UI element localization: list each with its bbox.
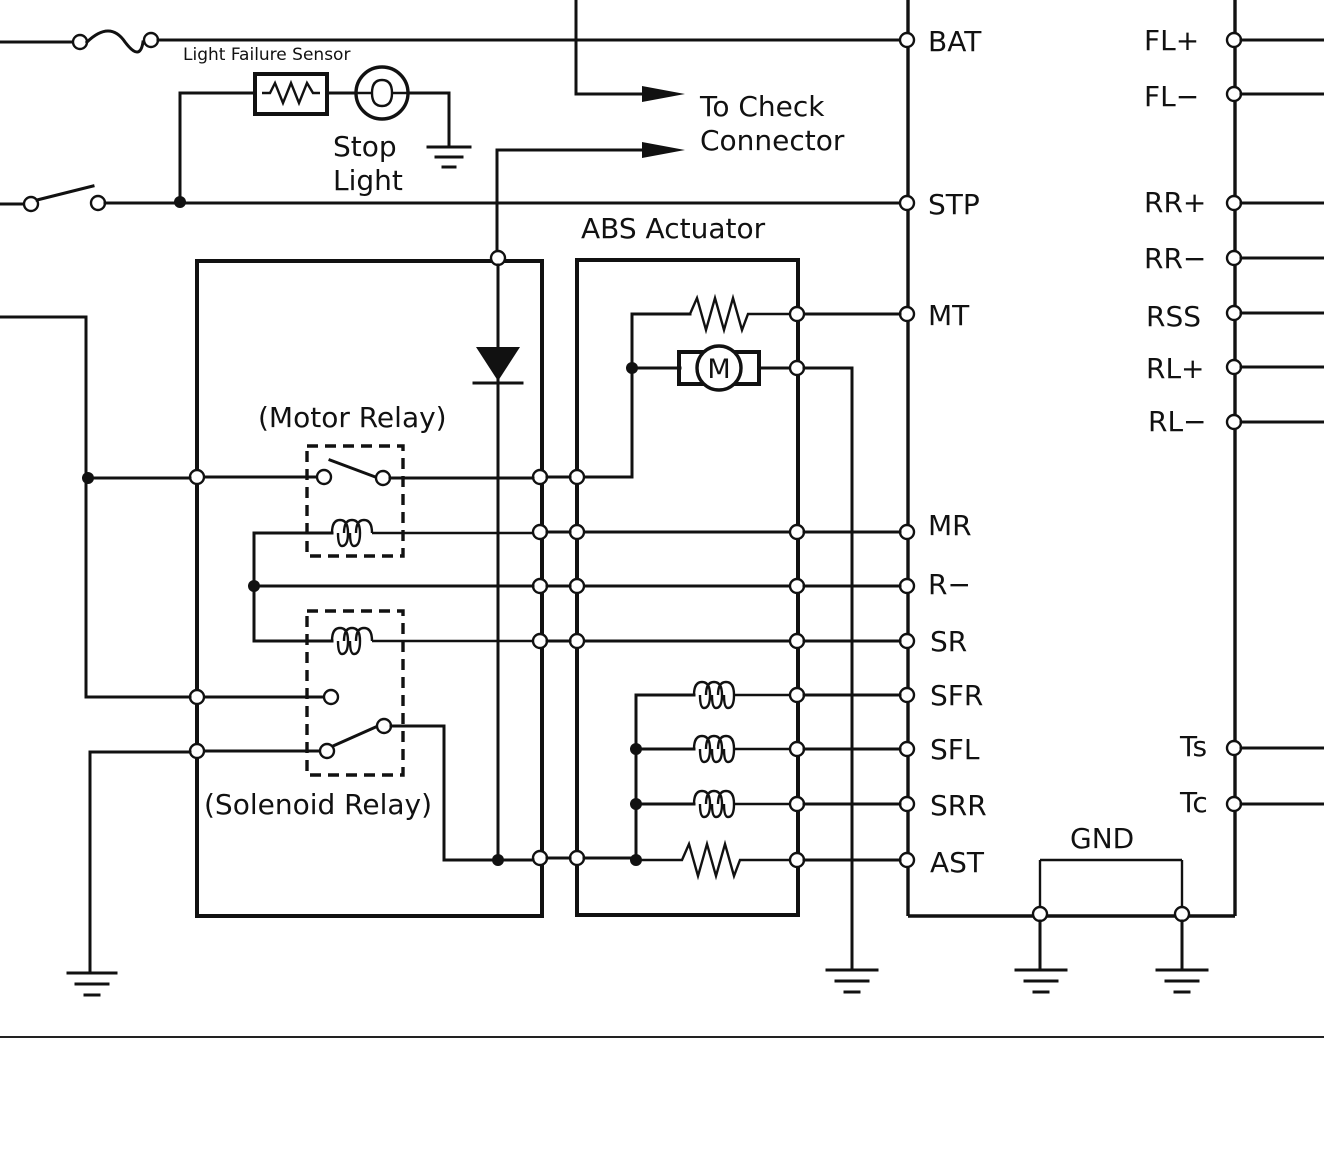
terminal-label-rr-plus: RR+ <box>1144 186 1206 219</box>
ecu-terminal-rl-plus <box>1225 358 1324 376</box>
motor-symbol: M <box>707 354 730 385</box>
ecu-terminal-sfr <box>898 686 916 704</box>
ground-icon <box>1155 968 1209 994</box>
ground-icon <box>1014 968 1068 994</box>
terminal-label-tc: Tc <box>1179 786 1208 819</box>
ecu-terminal-sfl <box>898 740 916 758</box>
terminal-label-rr-minus: RR− <box>1144 242 1206 275</box>
terminal-label-mt: MT <box>928 299 970 332</box>
terminal-label-bat: BAT <box>928 25 982 58</box>
left-feed-wires <box>0 315 192 972</box>
solenoid-relay <box>305 609 405 777</box>
actuator-bus-lines <box>581 523 902 650</box>
gnd-label: GND <box>1070 822 1134 855</box>
light-failure-sensor <box>178 72 357 116</box>
arrow-icon <box>642 142 685 158</box>
stop-light-bulb-icon <box>354 65 410 121</box>
ground-icon <box>825 968 879 994</box>
terminal-label-sfl: SFL <box>930 733 980 766</box>
solenoid-relay-switch <box>202 688 535 862</box>
motor-relay <box>305 444 405 558</box>
terminal-label-ast: AST <box>930 846 985 879</box>
motor-relay-label: (Motor Relay) <box>258 401 447 434</box>
motor-relay-coil-icon <box>252 518 533 548</box>
solenoid-coils <box>630 680 902 881</box>
connector-terminals <box>531 468 638 867</box>
terminal-label-rl-plus: RL+ <box>1146 352 1205 385</box>
ecu-terminal-stp <box>898 194 916 212</box>
ecu-terminal-rl-minus <box>1225 413 1324 431</box>
ecu-terminal-ast <box>898 851 916 869</box>
solenoid-relay-label: (Solenoid Relay) <box>204 788 432 821</box>
ecu-terminal-r-minus <box>898 577 916 595</box>
ecu-terminal-mr <box>898 523 916 541</box>
ecu-terminal-srr <box>898 795 916 813</box>
stop-light-label: Stop <box>333 130 397 163</box>
ecu-terminal-fl-minus <box>1225 85 1324 103</box>
terminal-label-rl-minus: RL− <box>1148 405 1207 438</box>
terminal-label-stp: STP <box>928 188 980 221</box>
ecu-terminal-bat <box>898 31 916 49</box>
relay-common-node <box>248 531 535 643</box>
ecu-terminal-mt <box>898 305 916 323</box>
check-connector-label: To Check <box>699 90 825 123</box>
ecu-terminal-sr <box>898 632 916 650</box>
arrow-icon <box>642 86 685 102</box>
terminal-label-sfr: SFR <box>930 679 983 712</box>
ecu-terminal-fl-plus <box>1225 31 1324 49</box>
terminal-label-r-minus: R− <box>928 568 971 601</box>
motor-icon: M <box>695 344 743 392</box>
bat-supply-line <box>0 29 902 54</box>
terminal-label-srr: SRR <box>930 789 987 822</box>
light-failure-sensor-label: Light Failure Sensor <box>183 45 350 65</box>
terminal-label-sr: SR <box>930 625 967 658</box>
solenoid-relay-coil-icon <box>252 626 533 656</box>
terminal-label-fl-minus: FL− <box>1144 80 1199 113</box>
ground-icon <box>66 971 118 997</box>
terminal-label-rss: RSS <box>1146 300 1201 333</box>
motor-relay-switch <box>202 458 535 487</box>
ecu-terminal-tc <box>1225 795 1324 813</box>
terminal-label-ts: Ts <box>1179 730 1207 763</box>
ground-icon <box>426 145 472 169</box>
ecu-terminal-rss <box>1225 304 1324 322</box>
gnd-connections <box>1031 858 1191 970</box>
abs-actuator-label: ABS Actuator <box>581 212 766 245</box>
diode-icon <box>472 249 524 862</box>
stop-light-label-2: Light <box>333 164 403 197</box>
ecu-terminal-ts <box>1225 739 1324 757</box>
ecu-terminal-rr-minus <box>1225 249 1324 267</box>
terminal-label-fl-plus: FL+ <box>1144 24 1199 57</box>
check-connector-label-2: Connector <box>700 124 845 157</box>
stop-light-switch <box>0 184 902 213</box>
ecu-terminal-rr-plus <box>1225 194 1324 212</box>
terminal-label-mr: MR <box>928 509 972 542</box>
